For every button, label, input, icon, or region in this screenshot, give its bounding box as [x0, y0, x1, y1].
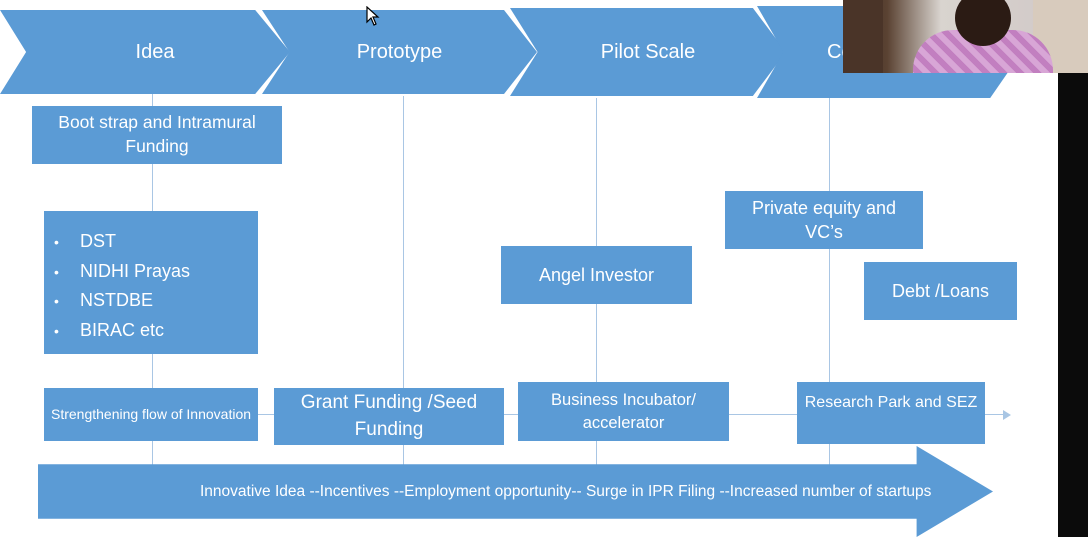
- funding-schemes-box: • DST • NIDHI Prayas • NSTDBE • BIRAC etc: [44, 211, 258, 354]
- list-item: • NIDHI Prayas: [54, 257, 258, 287]
- outcome-banner-arrow: Innovative Idea --Incentives --Employmen…: [38, 446, 993, 537]
- grant-funding-label: Grant Funding /Seed Funding: [300, 391, 478, 440]
- presentation-slide: Idea Prototype Pilot Scale Co Boot strap…: [0, 6, 1022, 537]
- list-item: • NSTDBE: [54, 286, 258, 316]
- stage-label: Pilot Scale: [600, 40, 696, 63]
- incubator-label: Business Incubator/ accelerator: [551, 391, 696, 432]
- list-item: • BIRAC etc: [54, 316, 258, 346]
- webcam-background-door: [843, 0, 883, 73]
- bullet: •: [54, 322, 59, 339]
- private-equity-box: Private equity and VC’s: [725, 191, 923, 249]
- debt-loans-box: Debt /Loans: [864, 262, 1017, 320]
- webcam-presenter-head: [955, 0, 1011, 46]
- list-item-label: NSTDBE: [80, 290, 154, 310]
- connector-line: [403, 96, 404, 516]
- funding-schemes-list: • DST • NIDHI Prayas • NSTDBE • BIRAC etc: [54, 227, 258, 345]
- list-item: • DST: [54, 227, 258, 257]
- research-park-box: Research Park and SEZ: [797, 382, 985, 444]
- flow-arrowhead: [1003, 410, 1011, 420]
- private-equity-label: Private equity and VC’s: [751, 197, 897, 242]
- connector-line: [829, 98, 830, 518]
- bullet: •: [54, 293, 59, 309]
- bootstrap-funding-box: Boot strap and Intramural Funding: [32, 106, 282, 164]
- stage-label: Idea: [135, 40, 175, 63]
- list-item-label: NIDHI Prayas: [80, 260, 191, 281]
- stage-label: Prototype: [356, 40, 443, 63]
- bullet: •: [54, 234, 59, 250]
- stage-chevron-pilot-scale: Pilot Scale: [510, 8, 786, 96]
- angel-investor-label: Angel Investor: [538, 264, 655, 285]
- window-edge-strip: [1058, 0, 1088, 537]
- angel-investor-box: Angel Investor: [501, 246, 692, 304]
- connector-line: [596, 98, 597, 518]
- debt-loans-label: Debt /Loans: [891, 280, 990, 301]
- bootstrap-funding-label: Boot strap and Intramural Funding: [58, 112, 256, 156]
- outcome-banner-label: Innovative Idea --Incentives --Employmen…: [200, 482, 932, 500]
- stage-chevron-prototype: Prototype: [262, 10, 537, 94]
- list-item-label: DST: [80, 231, 116, 251]
- incubator-box: Business Incubator/ accelerator: [518, 382, 729, 441]
- bullet: •: [54, 263, 59, 280]
- strengthening-box: Strengthening flow of Innovation: [44, 388, 258, 441]
- mouse-pointer-icon: [366, 6, 380, 26]
- grant-funding-box: Grant Funding /Seed Funding: [274, 388, 504, 445]
- stage-chevron-idea: Idea: [0, 10, 290, 94]
- list-item-label: BIRAC etc: [80, 319, 165, 340]
- webcam-feed: [843, 0, 1088, 73]
- strengthening-label: Strengthening flow of Innovation: [50, 406, 252, 423]
- research-park-label: Research Park and SEZ: [804, 394, 978, 411]
